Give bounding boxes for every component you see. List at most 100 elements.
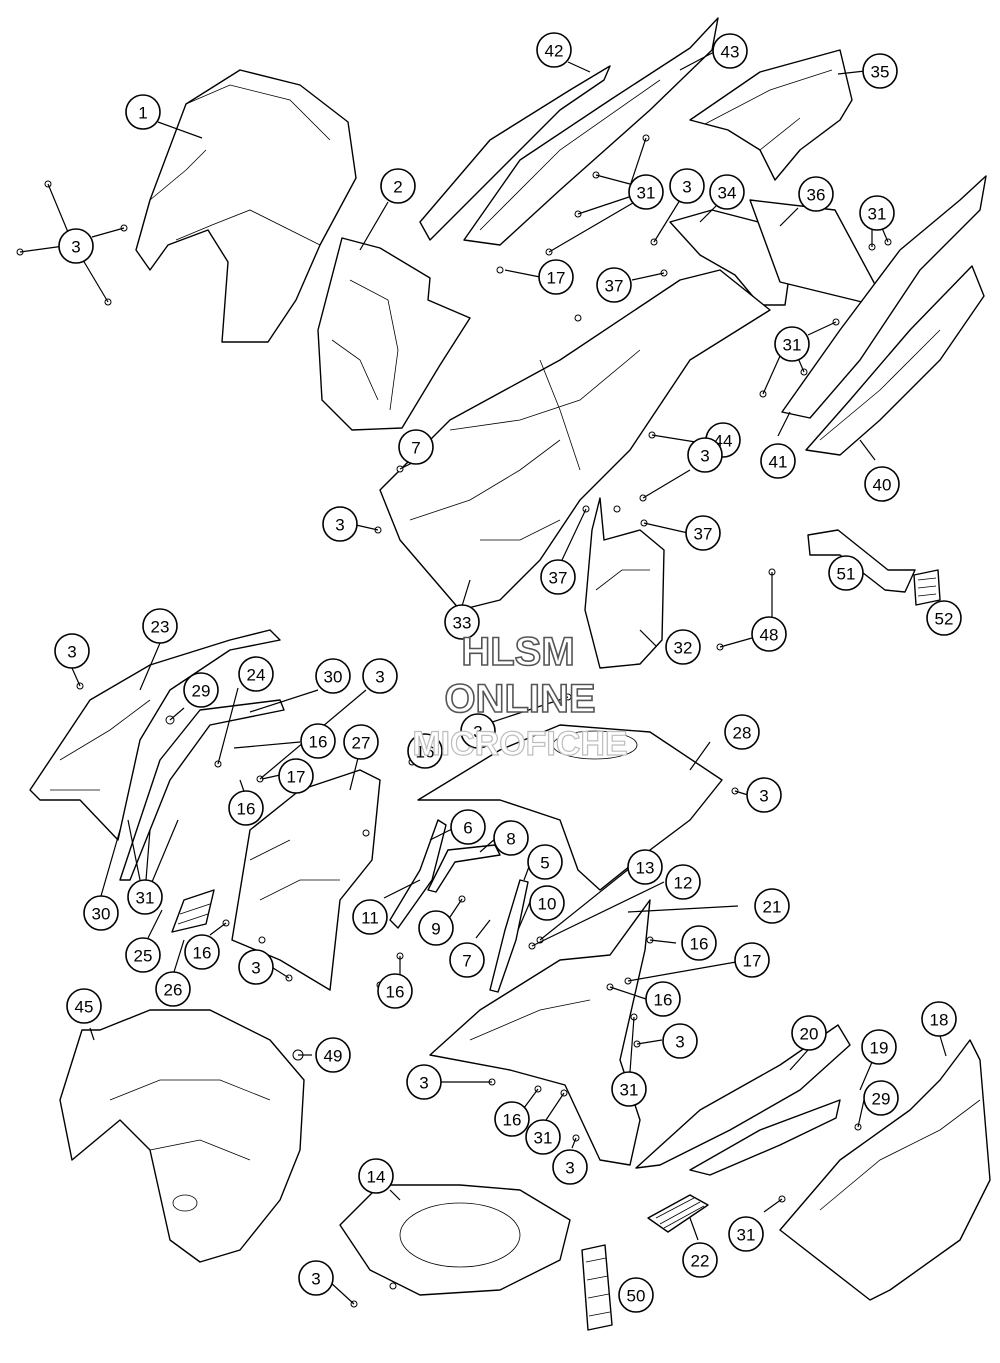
callout-label: 9 — [431, 920, 440, 939]
callout-43: 43 — [712, 33, 748, 69]
callout-circle — [662, 1023, 698, 1059]
callout-label: 17 — [287, 768, 306, 787]
callout-label: 37 — [549, 569, 568, 588]
callout-37: 37 — [540, 559, 576, 595]
callout-circle — [460, 713, 496, 749]
callout-3: 3 — [238, 949, 274, 985]
callout-circle — [83, 895, 119, 931]
callout-37: 37 — [685, 515, 721, 551]
callout-circle — [127, 879, 163, 915]
callout-3: 3 — [406, 1064, 442, 1100]
callout-31: 31 — [127, 879, 163, 915]
callout-circle — [450, 809, 486, 845]
callout-30: 30 — [83, 895, 119, 931]
callout-circle — [155, 971, 191, 1007]
callout-3: 3 — [687, 437, 723, 473]
callout-circle — [343, 724, 379, 760]
callout-circle — [685, 515, 721, 551]
callout-6: 6 — [450, 809, 486, 845]
callout-circle — [627, 849, 663, 885]
callout-circle — [278, 758, 314, 794]
callout-label: 45 — [75, 998, 94, 1017]
callout-label: 42 — [545, 42, 564, 61]
callout-circle — [493, 820, 529, 856]
callout-label: 16 — [237, 800, 256, 819]
callout-3: 3 — [58, 228, 94, 264]
callout-label: 50 — [627, 1287, 646, 1306]
callout-circle — [754, 888, 790, 924]
callout-circle — [494, 1101, 530, 1137]
part-headlight-surround — [339, 1184, 571, 1296]
part-headlight-fairing — [317, 237, 471, 431]
callout-26: 26 — [155, 971, 191, 1007]
callout-circle — [362, 658, 398, 694]
callout-label: 24 — [247, 666, 266, 685]
callout-3: 3 — [460, 713, 496, 749]
callout-label: 30 — [92, 905, 111, 924]
callout-circle — [596, 267, 632, 303]
callout-16: 16 — [300, 723, 336, 759]
callout-label: 8 — [506, 830, 515, 849]
callout-35: 35 — [862, 53, 898, 89]
callout-circle — [618, 1277, 654, 1313]
callout-circle — [352, 899, 388, 935]
callout-circle — [774, 326, 810, 362]
callout-circle — [921, 1001, 957, 1037]
callout-circle — [449, 942, 485, 978]
callout-circle — [183, 672, 219, 708]
callout-19: 19 — [861, 1029, 897, 1065]
callout-label: 25 — [134, 947, 153, 966]
callout-label: 23 — [151, 618, 170, 637]
callout-5: 5 — [527, 844, 563, 880]
callout-10: 10 — [529, 885, 565, 921]
callout-label: 31 — [737, 1226, 756, 1245]
callout-label: 17 — [743, 952, 762, 971]
callout-circle — [926, 600, 962, 636]
callout-42: 42 — [536, 32, 572, 68]
callout-circle — [536, 32, 572, 68]
callout-circle — [444, 604, 480, 640]
callout-45: 45 — [66, 988, 102, 1024]
callout-label: 3 — [419, 1074, 428, 1093]
callout-31: 31 — [628, 174, 664, 210]
part-upper-side-trims — [419, 17, 719, 246]
part-small-bracket — [807, 529, 916, 593]
callout-16: 16 — [681, 925, 717, 961]
callout-label: 7 — [411, 439, 420, 458]
callout-label: 3 — [251, 959, 260, 978]
callout-label: 16 — [193, 944, 212, 963]
callout-circle — [358, 1158, 394, 1194]
callout-circle — [66, 988, 102, 1024]
callout-33: 33 — [444, 604, 480, 640]
callout-label: 16 — [503, 1111, 522, 1130]
callout-label: 31 — [783, 336, 802, 355]
callout-31: 31 — [525, 1119, 561, 1155]
callout-circle — [746, 777, 782, 813]
callout-label: 21 — [763, 898, 782, 917]
callout-label: 43 — [721, 43, 740, 62]
callout-label: 22 — [691, 1252, 710, 1271]
callout-49: 49 — [315, 1037, 351, 1073]
callout-label: 3 — [375, 668, 384, 687]
callout-25: 25 — [125, 937, 161, 973]
callout-circle — [406, 1064, 442, 1100]
callout-label: 33 — [453, 614, 472, 633]
callout-40: 40 — [864, 466, 900, 502]
callout-3: 3 — [669, 168, 705, 204]
callout-label: 40 — [873, 476, 892, 495]
callout-circle — [665, 629, 701, 665]
callout-label: 52 — [935, 610, 954, 629]
callout-circle — [315, 658, 351, 694]
callout-circle — [611, 1071, 647, 1107]
watermark-line1: HLSM — [461, 630, 574, 674]
callout-circle — [798, 176, 834, 212]
callout-label: 3 — [67, 643, 76, 662]
callout-21: 21 — [754, 888, 790, 924]
callout-52: 52 — [926, 600, 962, 636]
part-vent-grille — [647, 1194, 709, 1233]
callout-circle — [377, 973, 413, 1009]
callout-50: 50 — [618, 1277, 654, 1313]
callout-label: 3 — [311, 1270, 320, 1289]
